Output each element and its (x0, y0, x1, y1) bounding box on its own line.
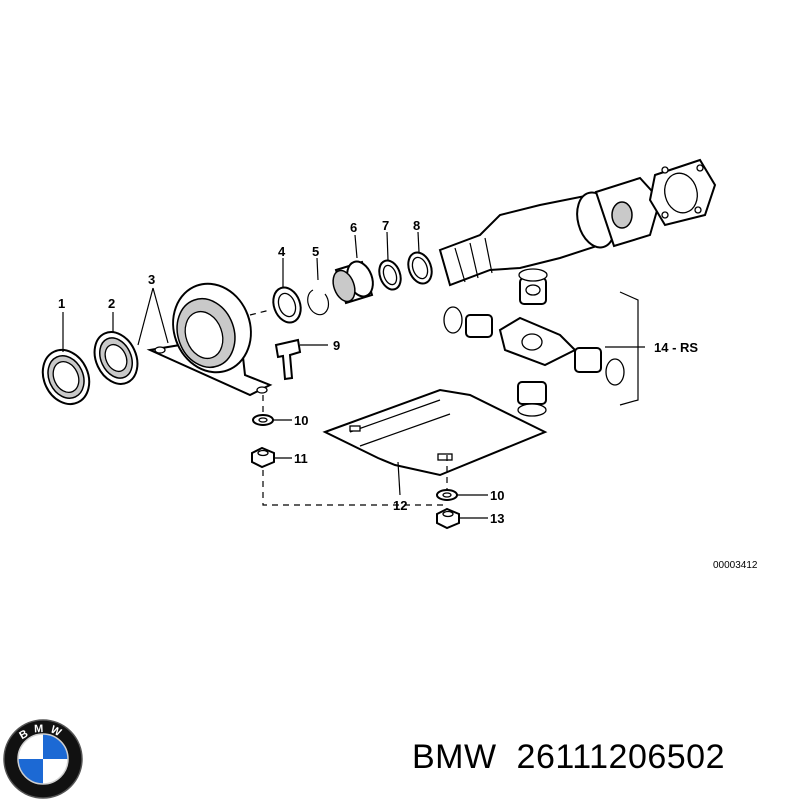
callout-12: 12 (393, 498, 407, 513)
callout-10-right: 10 (490, 488, 504, 503)
caption-brand: BMW (412, 738, 497, 776)
part-13-nut (436, 507, 460, 530)
part-7-ring (378, 259, 402, 291)
callout-6: 6 (350, 220, 357, 235)
part-12-plate (322, 388, 548, 477)
part-9-bolt (274, 338, 302, 381)
bmw-roundel-logo: BMW (3, 719, 83, 799)
callout-11: 11 (294, 451, 308, 466)
callout-10-left: 10 (294, 413, 308, 428)
callout-7: 7 (382, 218, 389, 233)
part-10-washer-right (436, 489, 458, 501)
part-5-circlip (307, 289, 330, 316)
callout-9: 9 (333, 338, 340, 353)
callout-2: 2 (108, 296, 115, 311)
part-10-washer-left (252, 414, 274, 426)
part-8-ring (407, 251, 433, 285)
part-6-sleeve (332, 260, 374, 305)
part-2-bearing (93, 331, 139, 385)
leader-lines (62, 231, 488, 519)
part-number-caption: BMW 26111206502 (412, 738, 792, 788)
callout-8: 8 (413, 218, 420, 233)
callout-5: 5 (312, 244, 319, 259)
drawing-code: 00003412 (713, 560, 758, 571)
callout-4: 4 (278, 244, 286, 259)
drive-shaft (438, 158, 717, 287)
callout-3: 3 (148, 272, 155, 287)
callout-13: 13 (490, 511, 504, 526)
callout-14-rs: 14 - RS (654, 340, 698, 355)
callout-1: 1 (58, 296, 65, 311)
part-1-seal (41, 348, 91, 406)
assembly-lines (249, 309, 448, 506)
universal-joint-kit (443, 268, 645, 417)
caption-part-number: 26111206502 (516, 738, 726, 776)
part-3-center-support (146, 282, 273, 397)
part-11-nut (251, 446, 275, 469)
part-4-ring (272, 286, 302, 324)
